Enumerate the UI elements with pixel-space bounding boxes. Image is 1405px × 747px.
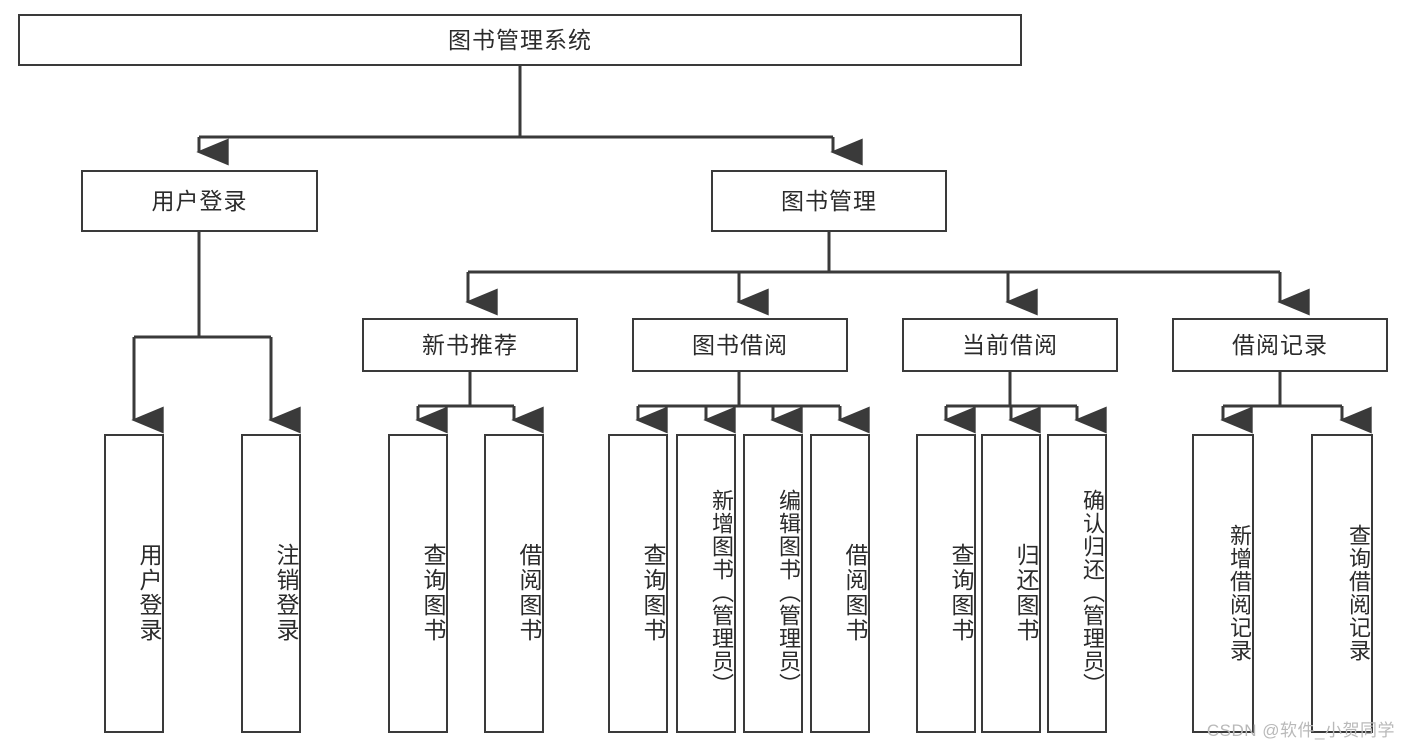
leaf-query-book-2[interactable]: 查询图书 (608, 434, 668, 733)
node-label: 借阅图书 (516, 542, 542, 643)
leaf-add-book[interactable]: 新增图书（管理员） (676, 434, 736, 733)
node-label: 借阅记录 (1232, 331, 1328, 358)
node-label: 归还图书 (1013, 542, 1039, 643)
node-book-manage[interactable]: 图书管理 (711, 170, 947, 232)
leaf-borrow-book-1[interactable]: 借阅图书 (484, 434, 544, 733)
node-label: 查询图书 (640, 542, 666, 643)
leaf-logout[interactable]: 注销登录 (241, 434, 301, 733)
leaf-confirm-return[interactable]: 确认归还（管理员） (1047, 434, 1107, 733)
node-label: 当前借阅 (962, 331, 1058, 358)
node-label: 编辑图书（管理员） (776, 489, 801, 696)
leaf-edit-book[interactable]: 编辑图书（管理员） (743, 434, 803, 733)
node-label: 图书借阅 (692, 331, 788, 358)
node-label: 新增图书（管理员） (709, 489, 734, 696)
node-new-book-recommend[interactable]: 新书推荐 (362, 318, 578, 372)
leaf-user-login[interactable]: 用户登录 (104, 434, 164, 733)
leaf-query-book-1[interactable]: 查询图书 (388, 434, 448, 733)
node-user-login[interactable]: 用户登录 (81, 170, 318, 232)
node-label: 注销登录 (273, 542, 299, 643)
node-label: 图书管理 (781, 187, 877, 214)
node-current-borrow[interactable]: 当前借阅 (902, 318, 1118, 372)
node-label: 用户登录 (151, 187, 248, 214)
leaf-borrow-book-2[interactable]: 借阅图书 (810, 434, 870, 733)
node-borrow-record[interactable]: 借阅记录 (1172, 318, 1388, 372)
node-label: 新增借阅记录 (1227, 523, 1252, 662)
node-label: 查询借阅记录 (1346, 523, 1371, 662)
node-label: 图书管理系统 (448, 26, 592, 53)
node-label: 查询图书 (948, 542, 974, 643)
node-label: 确认归还（管理员） (1080, 489, 1105, 696)
node-book-borrow[interactable]: 图书借阅 (632, 318, 848, 372)
node-label: 借阅图书 (842, 542, 868, 643)
csdn-watermark: CSDN @软件_小贺同学 (1206, 721, 1395, 740)
leaf-query-borrow-record[interactable]: 查询借阅记录 (1311, 434, 1373, 733)
leaf-query-book-3[interactable]: 查询图书 (916, 434, 976, 733)
node-label: 用户登录 (136, 542, 162, 643)
node-root[interactable]: 图书管理系统 (18, 14, 1022, 66)
leaf-add-borrow-record[interactable]: 新增借阅记录 (1192, 434, 1254, 733)
leaf-return-book[interactable]: 归还图书 (981, 434, 1041, 733)
node-label: 新书推荐 (422, 331, 518, 358)
node-label: 查询图书 (420, 542, 446, 643)
